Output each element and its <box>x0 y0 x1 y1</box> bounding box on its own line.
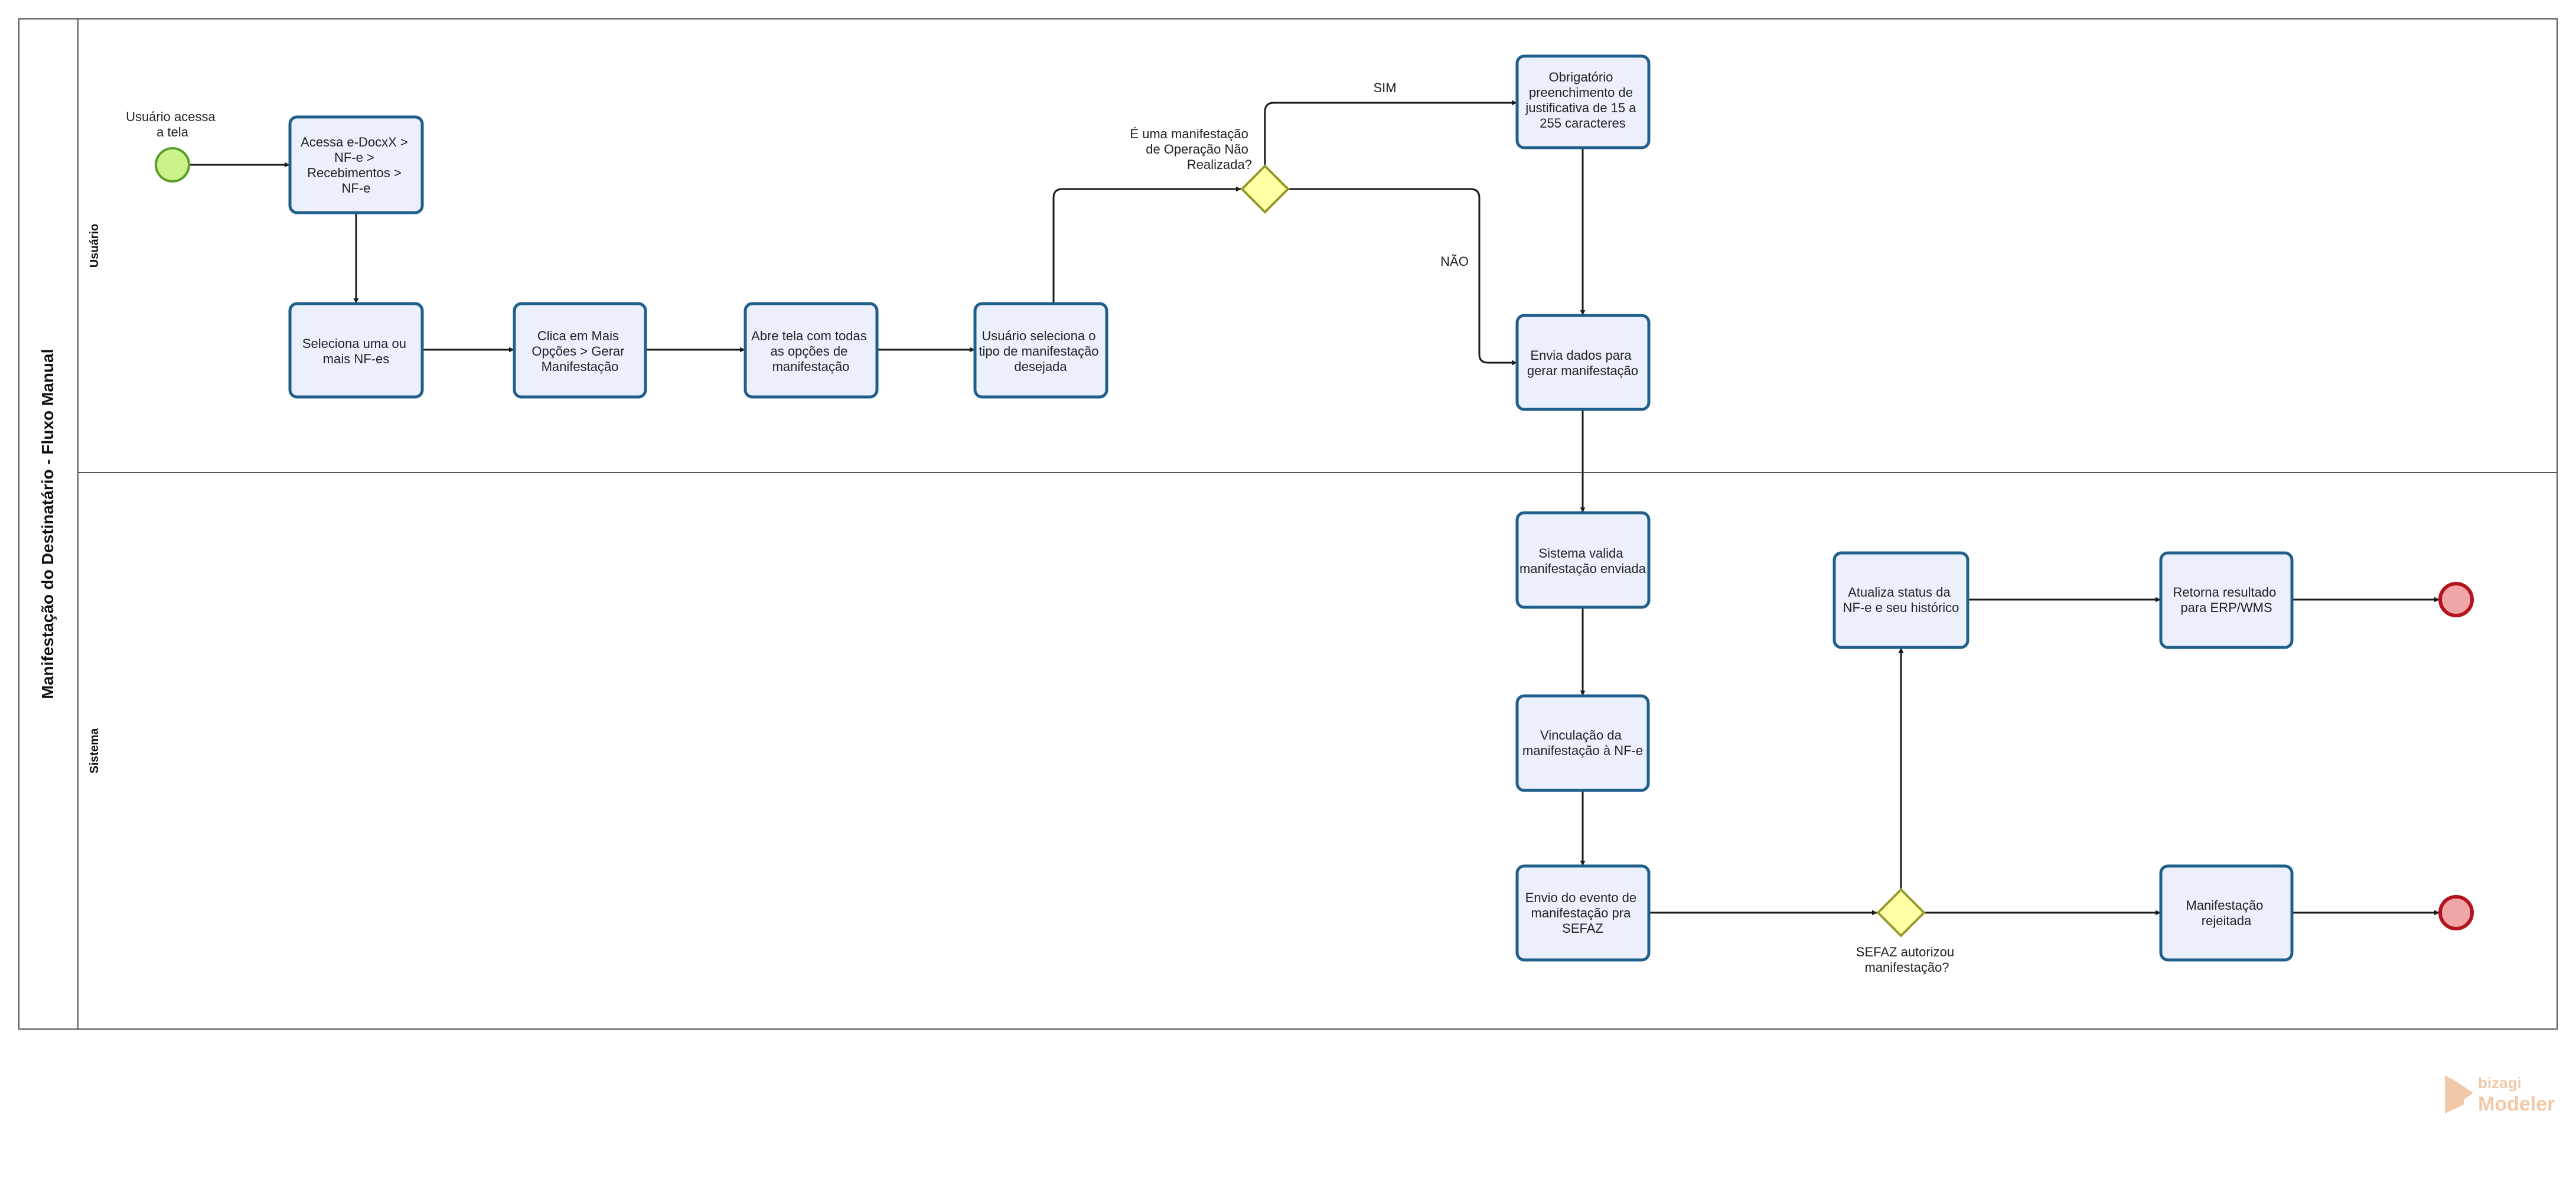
task-label: Manifestação rejeitada <box>2186 898 2267 928</box>
task-acessa[interactable]: Acessa e-DocxX > NF-e > Recebimentos > N… <box>288 115 424 214</box>
flow-gateway-nao <box>1289 188 1517 366</box>
task-valida[interactable]: Sistema valida manifestação enviada <box>1515 511 1651 609</box>
task-seleciona[interactable]: Seleciona uma ou mais NF-es <box>288 302 424 399</box>
task-label: Envio do evento de manifestação pra SEFA… <box>1525 890 1641 936</box>
flow-label-nao: NÃO <box>1440 254 1469 269</box>
task-label: Sistema valida manifestação enviada <box>1519 546 1646 576</box>
end-event-rejected <box>2438 895 2474 930</box>
task-label: Usuário seleciona o tipo de manifestação… <box>979 328 1102 374</box>
task-tipo[interactable]: Usuário seleciona o tipo de manifestação… <box>973 302 1108 399</box>
flow-gateway-sim <box>1264 100 1517 165</box>
lane-label-sistema: Sistema <box>88 728 101 774</box>
task-label: Acessa e-DocxX > NF-e > Recebimentos > N… <box>301 135 412 196</box>
sequence-flows: SIM NÃO <box>189 80 2440 916</box>
task-label: Abre tela com todas as opções de manifes… <box>751 328 870 374</box>
task-retorna[interactable]: Retorna resultado para ERP/WMS <box>2159 551 2294 649</box>
watermark-brand: bizagi <box>2478 1074 2522 1092</box>
task-label: Vinculação da manifestação à NF-e <box>1522 728 1643 758</box>
pool: Manifestação do Destinatário - Fluxo Man… <box>18 18 2558 1030</box>
gateway-operacao[interactable]: É uma manifestação de Operação Não Reali… <box>1130 126 1290 214</box>
gateway-sefaz[interactable]: SEFAZ autorizou manifestação? <box>1856 888 1958 975</box>
task-label: Clica em Mais Opções > Gerar Manifestaçã… <box>531 328 628 374</box>
flow-label-sim: SIM <box>1373 80 1396 95</box>
task-envia[interactable]: Envia dados para gerar manifestação <box>1515 314 1651 411</box>
start-event-label: Usuário acessa a tela <box>126 109 219 139</box>
watermark-product: Modeler <box>2478 1093 2555 1115</box>
start-event: Usuário acessa a tela <box>126 109 219 183</box>
task-envio[interactable]: Envio do evento de manifestação pra SEFA… <box>1515 864 1651 962</box>
flow-tipo-to-gateway <box>1052 186 1241 303</box>
task-abre[interactable]: Abre tela com todas as opções de manifes… <box>744 302 879 399</box>
task-atualiza[interactable]: Atualiza status da NF-e e seu histórico <box>1832 551 1970 649</box>
task-label: Retorna resultado para ERP/WMS <box>2173 585 2280 615</box>
task-label: Envia dados para gerar manifestação <box>1527 348 1638 378</box>
gateway-operacao-label: É uma manifestação de Operação Não Reali… <box>1130 126 1252 172</box>
task-rejeitada[interactable]: Manifestação rejeitada <box>2159 864 2294 962</box>
gateway-sefaz-label: SEFAZ autorizou manifestação? <box>1856 945 1958 975</box>
pool-title: Manifestação do Destinatário - Fluxo Man… <box>38 349 57 699</box>
task-label: Seleciona uma ou mais NF-es <box>302 336 410 366</box>
task-label: Obrigatório preenchimento de justificati… <box>1525 70 1639 131</box>
task-vinculacao[interactable]: Vinculação da manifestação à NF-e <box>1515 694 1650 792</box>
lane-label-usuario: Usuário <box>88 224 101 268</box>
task-clica[interactable]: Clica em Mais Opções > Gerar Manifestaçã… <box>513 302 647 399</box>
end-event-success <box>2438 582 2474 617</box>
bizagi-watermark: bizagi Modeler <box>2445 1074 2555 1115</box>
task-label: Atualiza status da NF-e e seu histórico <box>1843 585 1959 615</box>
bizagi-logo-icon <box>2445 1075 2473 1114</box>
task-obrigatorio[interactable]: Obrigatório preenchimento de justificati… <box>1515 54 1651 149</box>
